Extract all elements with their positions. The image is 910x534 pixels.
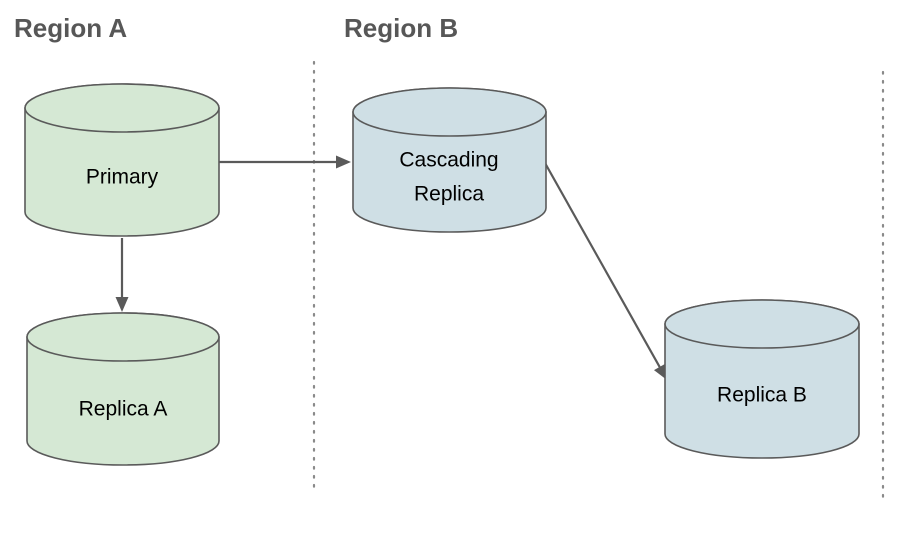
node-cascading-replica[interactable]: Cascading Replica (352, 87, 547, 233)
cylinder-top-ellipse (352, 87, 547, 137)
edge-primary-to-cascading-replica[interactable] (219, 155, 351, 169)
node-label-replica-a: Replica A (79, 398, 168, 421)
region-labels: Region A Region B (14, 13, 458, 43)
node-label-replica-b: Replica B (717, 384, 807, 407)
arrowhead-icon (336, 155, 351, 169)
node-primary[interactable]: Primary (24, 83, 220, 237)
region-dividers (312, 60, 885, 505)
cylinder-top-ellipse (24, 83, 220, 133)
arrowhead-icon (115, 297, 129, 312)
region-label-b: Region B (344, 13, 458, 43)
cylinder-top-ellipse (26, 312, 220, 362)
edge-line (544, 162, 663, 371)
node-label-cascading-replica-line2: Replica (414, 183, 484, 206)
cylinder-top-ellipse (664, 299, 860, 349)
region-label-a: Region A (14, 13, 127, 43)
edge-primary-to-replica-a[interactable] (115, 238, 129, 312)
node-label-primary: Primary (86, 166, 159, 189)
node-label-cascading-replica-line1: Cascading (399, 149, 498, 172)
edges-layer (115, 155, 667, 380)
arrowhead-icon (653, 363, 667, 380)
edge-cascading-replica-to-replica-b[interactable] (544, 162, 667, 380)
node-replica-b[interactable]: Replica B (664, 299, 860, 459)
node-replica-a[interactable]: Replica A (26, 312, 220, 466)
